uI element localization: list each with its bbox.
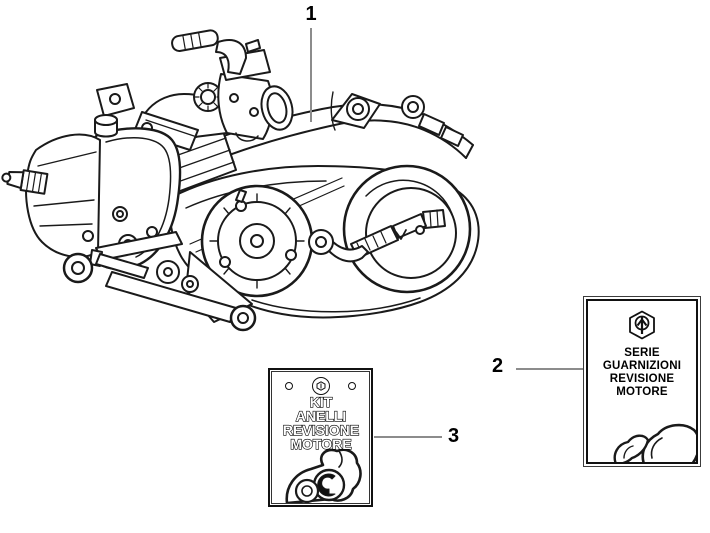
- corner-hole-left: [285, 382, 293, 390]
- ring-kit-title-line: MOTORE: [290, 436, 351, 452]
- callout-3-label[interactable]: 3: [448, 425, 460, 447]
- ring-kit-box-header: [272, 377, 369, 395]
- piaggio-hexagon-logo-icon: [629, 310, 655, 340]
- callout-2-leader-line: [516, 368, 583, 370]
- ring-kit-title-line: KIT: [310, 394, 333, 410]
- engine-mount-arms: [62, 230, 257, 332]
- gasket-kit-title-line: GUARNIZIONI: [602, 360, 682, 372]
- gasket-kit-box[interactable]: SERIE GUARNIZIONI REVISIONE MOTORE: [583, 296, 701, 467]
- gasket-kit-title: SERIE GUARNIZIONI REVISIONE MOTORE: [603, 347, 681, 399]
- ring-kit-title-line: ANELLI: [296, 408, 347, 424]
- ring-kit-title: KIT ANELLI REVISIONE MOTORE: [282, 394, 359, 453]
- callout-1-leader-line: [310, 28, 312, 122]
- gasket-sketch: [613, 423, 696, 462]
- spark-plug: [1, 169, 49, 195]
- upper-left-bracket: [96, 83, 135, 141]
- top-bracket-and-clamps: [331, 93, 464, 147]
- corner-hole-right: [348, 382, 356, 390]
- callout-2-label[interactable]: 2: [492, 355, 504, 377]
- kick-starter-lever: [308, 213, 427, 263]
- ring-kit-box-inner: KIT ANELLI REVISIONE MOTORE: [271, 371, 370, 504]
- piston-rings-sketch: [285, 448, 362, 503]
- ring-kit-box[interactable]: KIT ANELLI REVISIONE MOTORE: [268, 368, 373, 507]
- carburetor: [171, 29, 294, 142]
- callout-1-label[interactable]: 1: [305, 3, 317, 25]
- variator-cover-circle: [200, 184, 314, 298]
- ring-kit-title-line: REVISIONE: [283, 422, 359, 438]
- piaggio-emblem-icon: [311, 377, 330, 395]
- gasket-kit-title-line: SERIE: [624, 347, 660, 359]
- callout-3-leader-line: [374, 436, 442, 438]
- gasket-kit-box-inner: SERIE GUARNIZIONI REVISIONE MOTORE: [586, 299, 698, 464]
- gasket-kit-title-line: MOTORE: [616, 386, 668, 398]
- gasket-kit-title-line: REVISIONE: [609, 373, 675, 385]
